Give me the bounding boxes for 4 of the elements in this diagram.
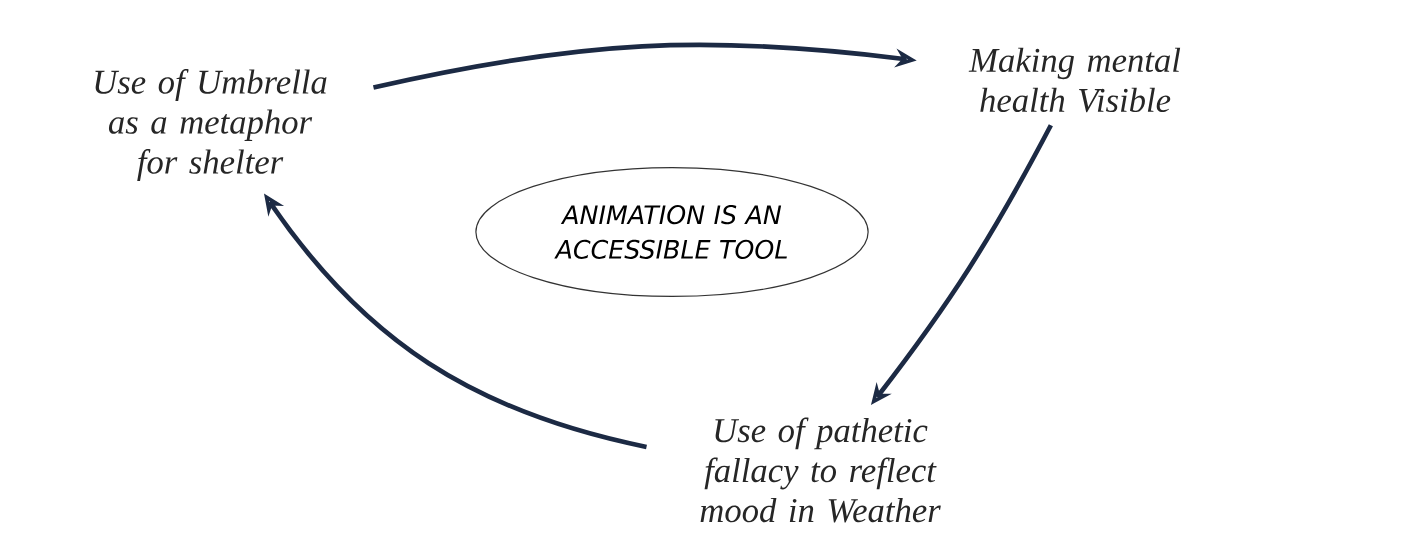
handwritten-text: Use of Umbrella as a metaphor for shelter (95, 69, 327, 181)
ellipse-node: ANIMATION IS AN ACCESSIBLE TOOL (475, 166, 869, 298)
handwritten-text: Use of pathetic fallacy to reflect mood in Weather (700, 417, 941, 523)
handwritten-text: Making mental health Visible (968, 47, 1181, 113)
